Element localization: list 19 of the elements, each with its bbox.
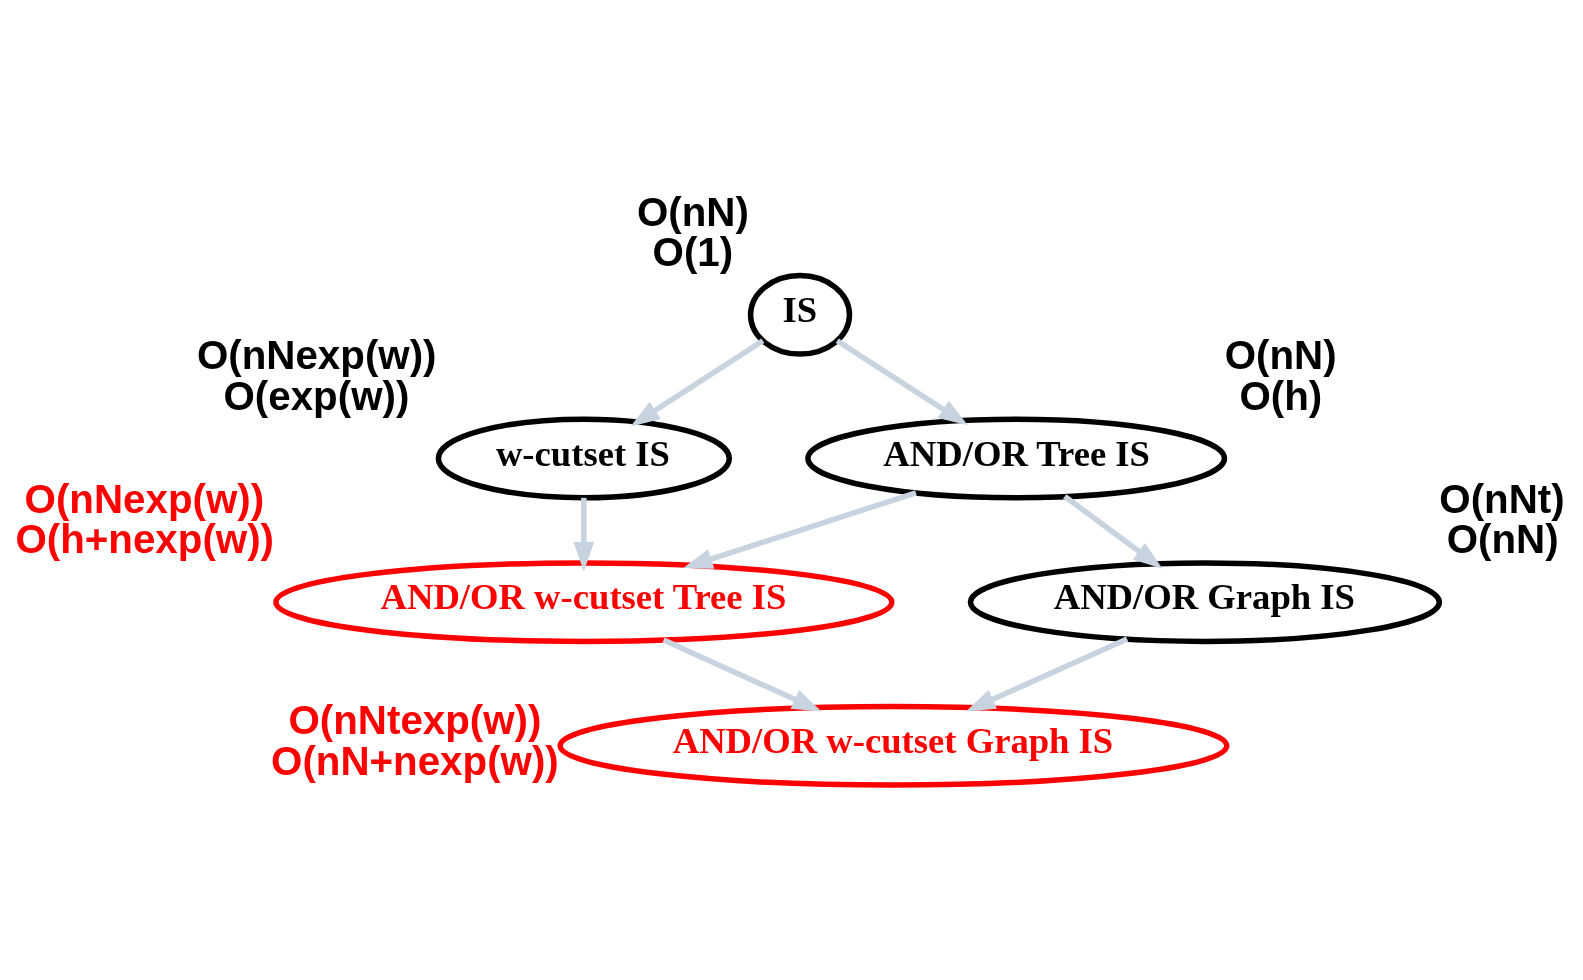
node-label: O(nNexp(w)) xyxy=(24,477,265,523)
node-label: O(nNtexp(w)) xyxy=(288,698,542,744)
node-ellipse: AND/OR Tree IS xyxy=(805,416,1228,501)
node-ellipse: AND/OR w-cutset Graph IS xyxy=(557,703,1230,788)
arrow xyxy=(662,637,822,712)
arrow xyxy=(835,338,968,426)
arrow xyxy=(1063,494,1163,569)
node-ellipse: IS xyxy=(747,272,853,357)
arrow xyxy=(965,636,1129,712)
arrow xyxy=(630,338,765,427)
node-ellipse: w-cutset IS xyxy=(435,416,733,501)
node-label: O(nN) xyxy=(1224,333,1337,379)
node-ellipse: AND/OR Graph IS xyxy=(967,560,1443,645)
node-ellipse: AND/OR w-cutset Tree IS xyxy=(273,560,895,645)
node-label: O(nN) xyxy=(636,189,749,235)
node-label: O(nNexp(w)) xyxy=(196,333,437,379)
node-label: O(nNt) xyxy=(1439,477,1565,523)
arrow xyxy=(683,490,917,569)
arrow xyxy=(573,497,595,572)
